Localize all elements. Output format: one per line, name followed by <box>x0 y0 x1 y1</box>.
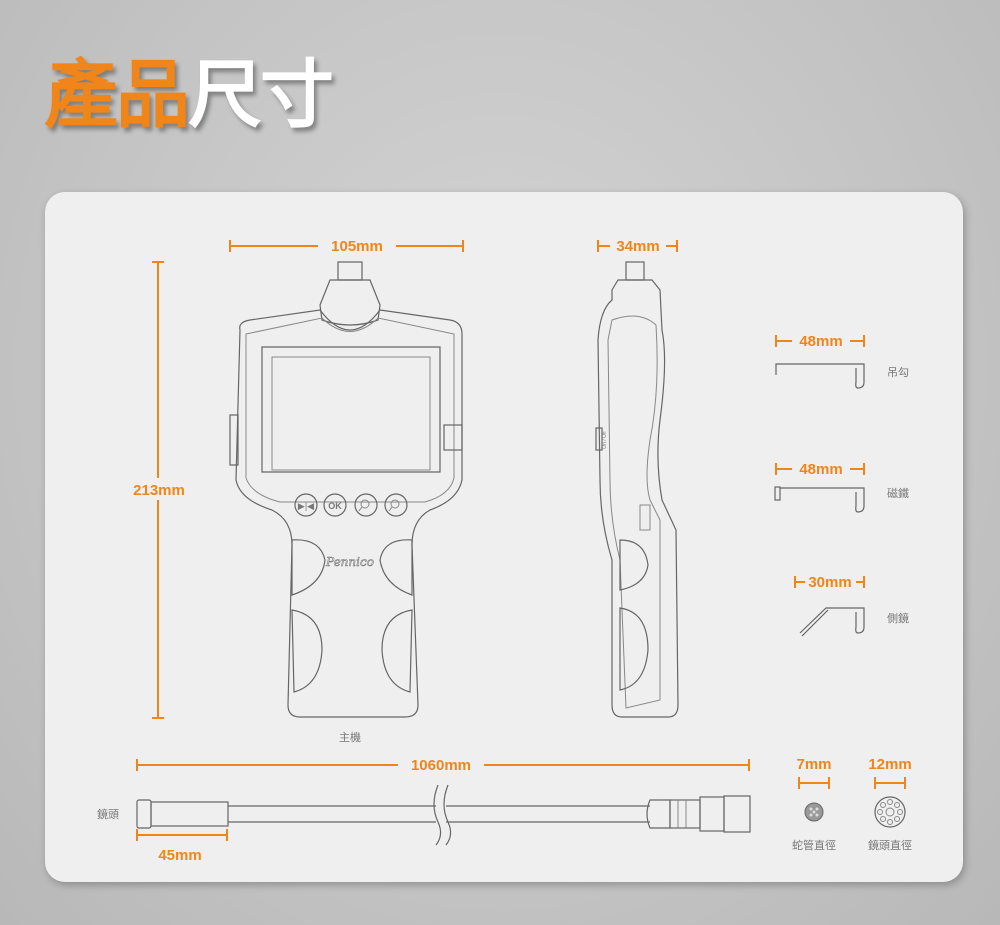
depth-label: 34mm <box>616 238 659 255</box>
brand-logo: Pennico <box>325 555 374 569</box>
svg-text:1060mm: 1060mm <box>411 757 471 774</box>
title-white: 尺寸 <box>188 52 334 138</box>
cable-length-dimension: 1060mm <box>136 757 750 774</box>
svg-text:45mm: 45mm <box>158 847 201 864</box>
main-unit-side: On / Off <box>595 261 679 718</box>
page-title: 產品尺寸 <box>44 58 334 132</box>
width-label: 105mm <box>331 238 383 255</box>
tip-length-dimension: 45mm <box>136 829 228 864</box>
main-unit-caption: 主機 <box>339 730 361 744</box>
svg-text:12mm: 12mm <box>868 756 911 773</box>
svg-text:▶|◀: ▶|◀ <box>298 501 314 511</box>
svg-text:側鏡: 側鏡 <box>887 611 909 625</box>
power-switch-label: On / Off <box>602 431 608 449</box>
height-dimension: 213mm <box>133 261 185 719</box>
svg-text:30mm: 30mm <box>808 574 851 591</box>
svg-text:鏡頭直徑: 鏡頭直徑 <box>868 838 912 852</box>
accessory-hook: 48mm 吊勾 <box>775 333 909 389</box>
svg-text:48mm: 48mm <box>799 333 842 350</box>
svg-text:OK: OK <box>328 501 342 511</box>
depth-dimension: 34mm <box>597 238 678 255</box>
title-orange: 產品 <box>44 52 190 138</box>
play-button[interactable] <box>294 493 318 517</box>
svg-text:吊勾: 吊勾 <box>887 366 909 379</box>
diagram-panel <box>45 192 963 882</box>
hose-diameter: 7mm 蛇管直徑 <box>792 756 836 852</box>
width-dimension: 105mm <box>229 238 464 255</box>
control-buttons: ▶|◀ OK <box>294 493 408 517</box>
ok-button[interactable] <box>323 493 347 517</box>
height-label: 213mm <box>133 482 185 499</box>
zoom-in-button[interactable] <box>384 493 408 517</box>
zoom-out-button[interactable] <box>354 493 378 517</box>
tip-caption: 鏡頭 <box>97 807 119 821</box>
accessory-side-mirror: 30mm 側鏡 <box>794 574 909 637</box>
cable-drawing: 鏡頭 <box>97 784 751 846</box>
svg-text:48mm: 48mm <box>799 461 842 478</box>
accessory-magnet: 48mm 磁鐵 <box>774 461 909 513</box>
svg-text:7mm: 7mm <box>796 756 831 773</box>
lens-diameter: 12mm 鏡頭直徑 <box>868 756 912 852</box>
main-unit-front: ▶|◀ OK Pennico 主機 <box>229 261 463 744</box>
svg-text:磁鐵: 磁鐵 <box>887 486 909 500</box>
svg-text:蛇管直徑: 蛇管直徑 <box>792 838 836 852</box>
